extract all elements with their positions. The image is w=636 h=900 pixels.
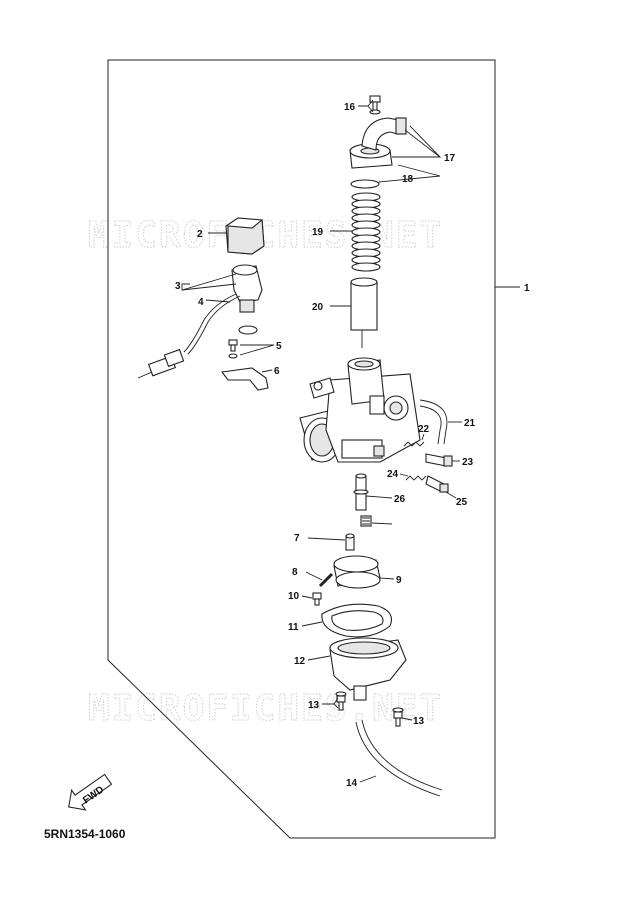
part-15-elbow-fitting[interactable] <box>349 117 407 169</box>
carburetor-body[interactable] <box>299 357 421 463</box>
part-9-float[interactable] <box>333 555 381 589</box>
callout-14[interactable]: 16 <box>344 102 356 113</box>
part-19-vent-hose[interactable] <box>419 399 448 445</box>
part-17-spring[interactable] <box>351 192 381 272</box>
callout-13a[interactable]: 13 <box>308 700 320 711</box>
callout-2[interactable]: 2 <box>197 229 203 240</box>
callout-7[interactable]: 7 <box>294 533 300 544</box>
part-23-screw[interactable] <box>425 475 449 493</box>
part-8-float-pin[interactable] <box>318 572 334 588</box>
part-16-o-ring[interactable] <box>350 179 380 189</box>
watermark-bottom: MICROFICHES.NET <box>88 688 443 729</box>
part-20-spring[interactable] <box>403 441 425 447</box>
callout-22[interactable]: 24 <box>387 469 399 480</box>
callout-11[interactable]: 11 <box>288 622 299 633</box>
watermark-top: MICROFICHES.NET <box>88 215 443 256</box>
fwd-arrow-icon <box>68 773 113 811</box>
callout-5[interactable]: 5 <box>276 341 282 352</box>
callout-4[interactable]: 4 <box>198 297 204 308</box>
part-13-screw-left[interactable] <box>335 691 347 711</box>
cable-connector[interactable] <box>137 348 185 379</box>
callout-12[interactable]: 12 <box>294 656 306 667</box>
callout-3[interactable]: 3 <box>175 281 181 292</box>
part-18-throttle-valve[interactable] <box>350 277 378 348</box>
callout-23[interactable]: 25 <box>456 497 468 508</box>
part-11-gasket[interactable] <box>321 603 393 638</box>
callout-18[interactable]: 20 <box>312 302 324 313</box>
callout-21[interactable]: 23 <box>462 457 474 468</box>
callout-13b[interactable]: 13 <box>413 716 425 727</box>
callout-16[interactable]: 18 <box>402 174 414 185</box>
part-26-drain-hose[interactable] <box>355 719 443 797</box>
callout-6[interactable]: 6 <box>274 366 280 377</box>
part-25-main-jet[interactable] <box>360 515 372 527</box>
part-12-float-chamber[interactable] <box>329 637 407 701</box>
part-10-float-needle[interactable] <box>312 592 322 606</box>
part-14-screw[interactable] <box>369 95 381 115</box>
callout-1[interactable]: 1 <box>524 283 530 294</box>
part-2-starter-cap[interactable] <box>225 217 265 255</box>
part-5-screw[interactable] <box>228 339 238 359</box>
callout-20[interactable]: 22 <box>418 424 430 435</box>
part-22-spring[interactable] <box>405 475 427 481</box>
callout-17[interactable]: 19 <box>312 227 324 238</box>
part-7-pilot-jet[interactable] <box>345 533 355 551</box>
callout-24[interactable]: 26 <box>394 494 406 505</box>
diagram-code: 5RN1354-1060 <box>44 827 126 841</box>
callout-10[interactable]: 10 <box>288 591 300 602</box>
part-3-auto-choke[interactable] <box>183 264 263 355</box>
callout-9[interactable]: 9 <box>396 575 402 586</box>
callout-26[interactable]: 14 <box>346 778 358 789</box>
callout-15[interactable]: 17 <box>444 153 456 164</box>
callout-8[interactable]: 8 <box>292 567 298 578</box>
part-21-screw[interactable] <box>425 453 453 467</box>
part-6-plate[interactable] <box>220 367 269 391</box>
part-13-screw-right[interactable] <box>392 707 404 727</box>
callout-19[interactable]: 21 <box>464 418 476 429</box>
part-24-needle-jet[interactable] <box>353 473 369 511</box>
assembly-frame <box>107 59 496 839</box>
